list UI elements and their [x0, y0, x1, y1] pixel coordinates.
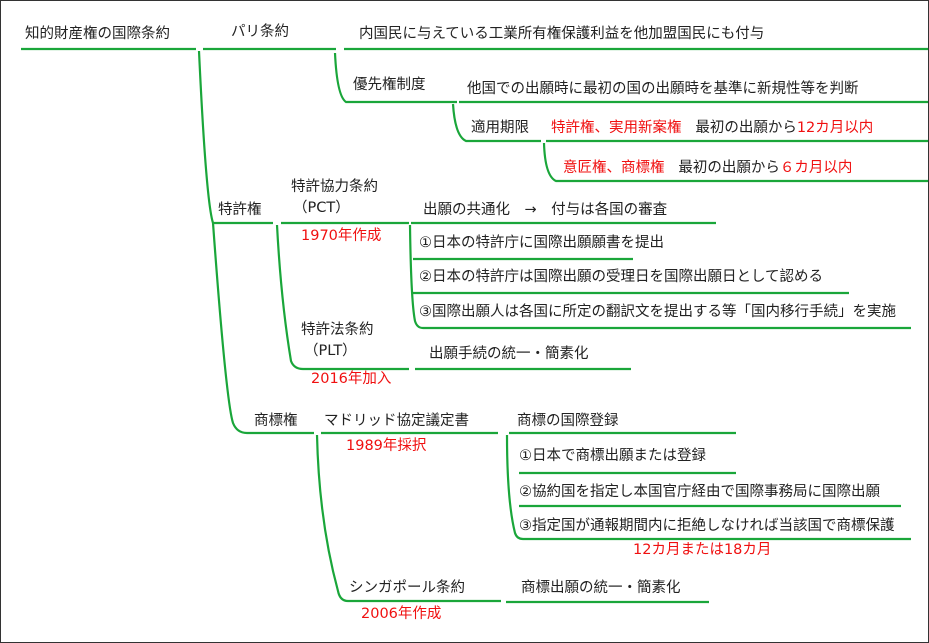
design-term-months: ６カ月以内 — [779, 160, 853, 176]
national-treatment: 内国民に与えている工業所有権保護利益を他加盟国民にも付与 — [359, 26, 765, 42]
period-label: 適用期限 — [471, 120, 529, 136]
pct-item: ③国際出願人は各国に所定の翻訳文を提出する等「国内移行手続」を実施 — [419, 304, 896, 320]
madrid-term: 12カ月または18カ月 — [633, 542, 772, 558]
singapore-note: 2006年作成 — [361, 606, 442, 622]
singapore-summary: 商標出願の統一・簡素化 — [521, 580, 681, 596]
plt-label: 特許法条約 — [301, 322, 374, 338]
patent-term-months: 12カ月以内 — [796, 120, 874, 136]
pct-item: ①日本の特許庁に国際出願願書を提出 — [419, 235, 664, 251]
pct-abbr: （PCT） — [293, 200, 350, 216]
madrid-note: 1989年採択 — [346, 438, 427, 454]
trademark-right: 商標権 — [254, 413, 298, 429]
madrid-label: マドリッド協定議定書 — [324, 413, 469, 429]
priority-system: 優先権制度 — [353, 77, 426, 93]
patent-right: 特許権 — [218, 202, 262, 218]
design-rights: 意匠権、商標権 — [563, 160, 665, 176]
pct-item: ②日本の特許庁は国際出願の受理日を国際出願日として認める — [419, 269, 824, 285]
plt-abbr: （PLT） — [304, 343, 357, 359]
root-topic: 知的財産権の国際条約 — [25, 26, 170, 42]
pct-note: 1970年作成 — [301, 228, 382, 244]
madrid-item: ③指定国が通報期間内に拒絶しなければ当該国で商標保護 — [519, 518, 895, 534]
patent-rights: 特許権、実用新案権 — [551, 120, 682, 136]
priority-desc: 他国での出願時に最初の国の出願時を基準に新規性等を判断 — [467, 81, 859, 97]
design-term: 最初の出願から — [678, 160, 780, 176]
madrid-item: ①日本で商標出願または登録 — [519, 448, 706, 464]
paris-convention: パリ条約 — [231, 24, 289, 40]
madrid-summary: 商標の国際登録 — [517, 413, 619, 429]
plt-summary: 出願手続の統一・簡素化 — [429, 346, 589, 362]
madrid-item: ②協約国を指定し本国官庁経由で国際事務局に国際出願 — [519, 484, 880, 500]
patent-term: 最初の出願から — [695, 120, 797, 136]
plt-note: 2016年加入 — [311, 371, 392, 387]
singapore-label: シンガポール条約 — [349, 580, 465, 596]
pct-summary: 出願の共通化 → 付与は各国の審査 — [423, 202, 668, 218]
pct-label: 特許協力条約 — [291, 179, 378, 195]
